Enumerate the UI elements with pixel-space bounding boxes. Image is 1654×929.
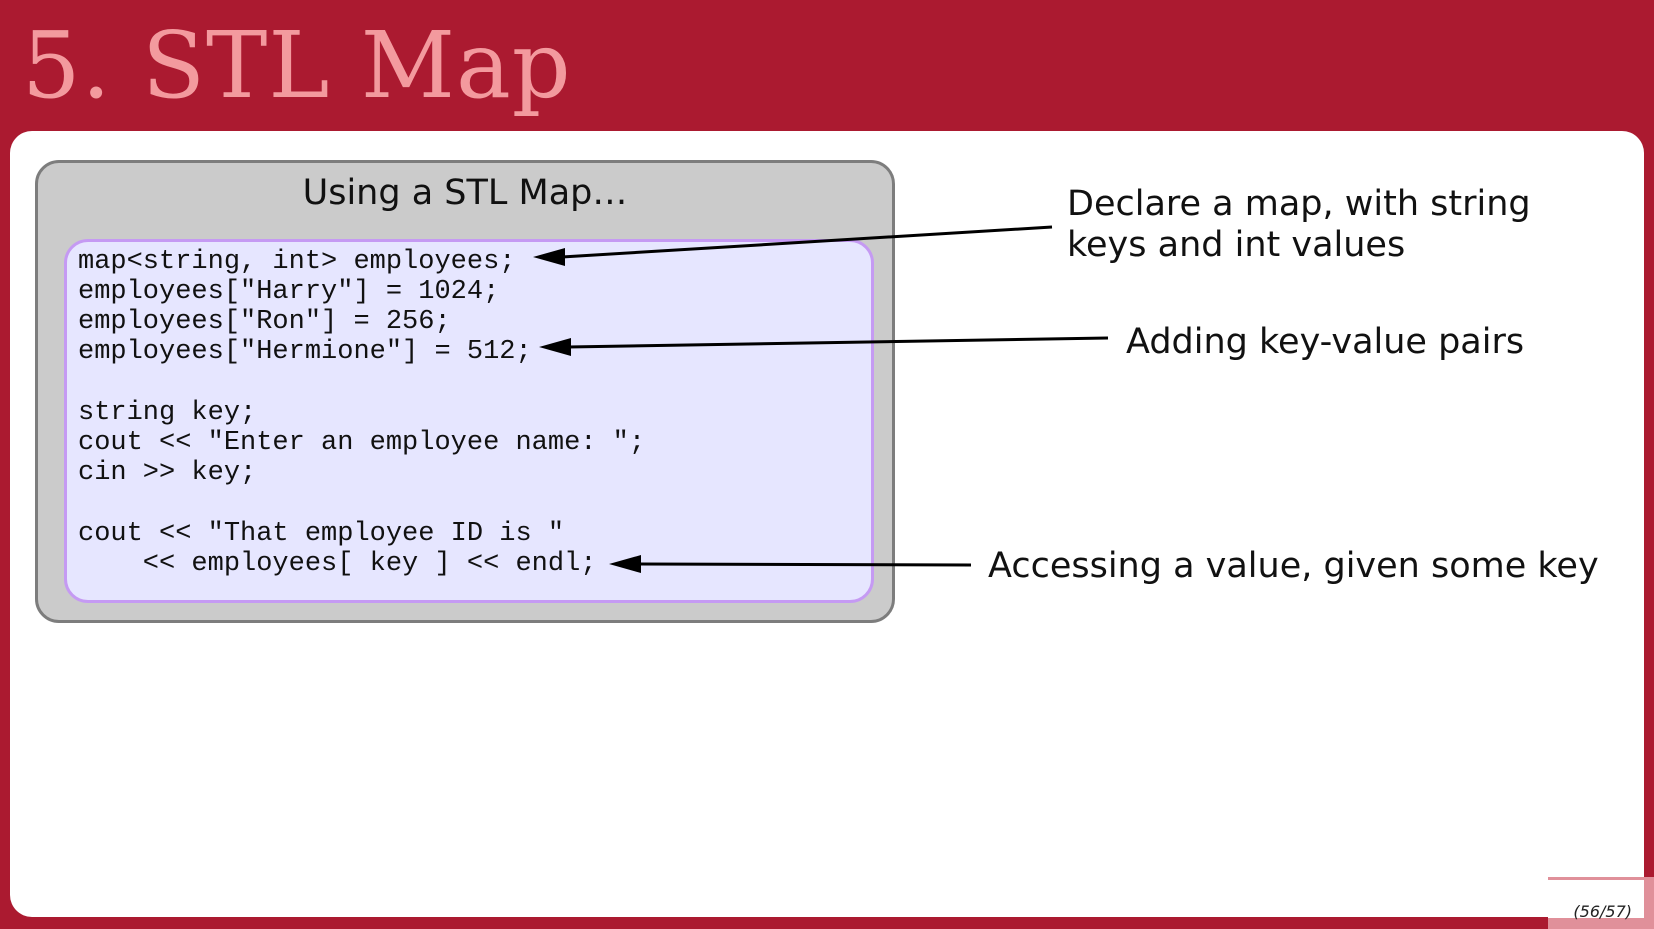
arrow-declare: [533, 225, 1053, 266]
code-line-hermione: employees["Hermione"] = 512;: [78, 337, 532, 367]
page-number: (56/57): [1573, 902, 1632, 921]
code-line-cin: cin >> key;: [78, 458, 257, 488]
page-number-panel: [1548, 880, 1644, 918]
annotation-declare-line1: Declare a map, with string: [1067, 184, 1531, 224]
code-line-string-key: string key;: [78, 398, 257, 428]
code-line-declare-map: map<string, int> employees;: [78, 247, 516, 277]
code-line-access: << employees[ key ] << endl;: [78, 549, 597, 579]
slide-title: 5. STL Map: [22, 12, 572, 119]
annotation-accessing: Accessing a value, given some key: [988, 546, 1599, 586]
arrow-adding: [539, 336, 1109, 356]
annotation-adding: Adding key-value pairs: [1126, 322, 1525, 362]
code-line-cout-prompt: cout << "Enter an employee name: ";: [78, 428, 646, 458]
code-block: [64, 239, 874, 603]
code-line-ron: employees["Ron"] = 256;: [78, 307, 451, 337]
arrow-accessing: [609, 555, 972, 573]
annotation-declare-line2: keys and int values: [1067, 225, 1406, 265]
example-box-title: Using a STL Map…: [302, 173, 628, 213]
example-box: Using a STL Map…: [35, 160, 895, 623]
code-line-harry: employees["Harry"] = 1024;: [78, 277, 500, 307]
code-line-cout-id: cout << "That employee ID is ": [78, 519, 565, 549]
